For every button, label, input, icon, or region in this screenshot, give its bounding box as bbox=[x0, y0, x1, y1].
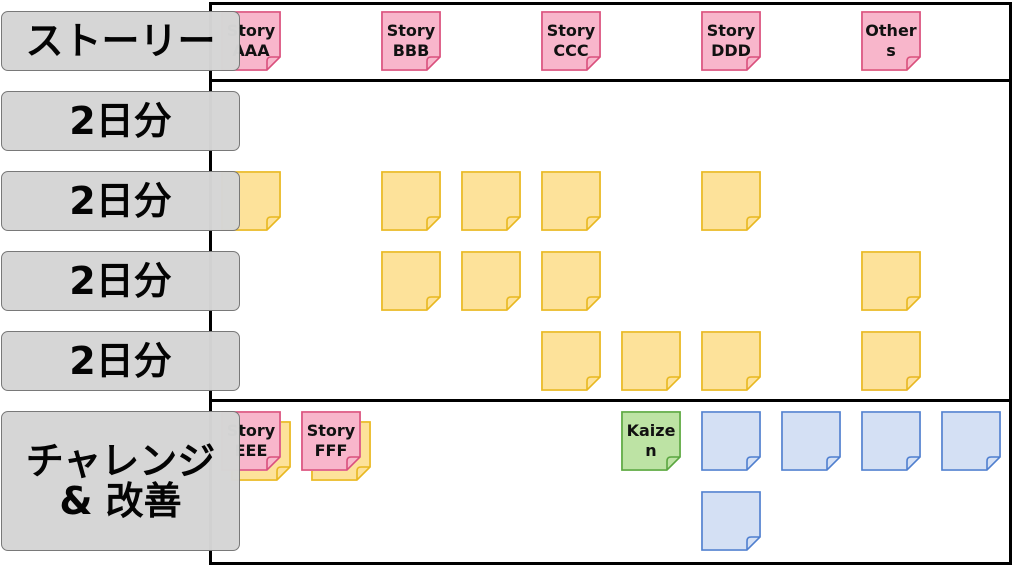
note-outline bbox=[381, 171, 441, 231]
row-label-challenge-line1: チャレンジ bbox=[25, 439, 216, 483]
row-label-day-3-text: 2日分 bbox=[69, 259, 172, 303]
task-note[interactable] bbox=[541, 171, 601, 231]
note-outline bbox=[461, 251, 521, 311]
row-label-day-2: 2日分 bbox=[1, 171, 240, 231]
note-outline bbox=[541, 171, 601, 231]
story-note-others-label: Others bbox=[865, 21, 917, 60]
task-note[interactable] bbox=[381, 251, 441, 311]
note-outline bbox=[461, 171, 521, 231]
note-outline bbox=[861, 331, 921, 391]
note-outline bbox=[781, 411, 841, 471]
note-outline bbox=[701, 411, 761, 471]
note-outline bbox=[701, 491, 761, 551]
row-label-day-2-text: 2日分 bbox=[69, 179, 172, 223]
note-outline bbox=[861, 411, 921, 471]
task-note[interactable] bbox=[621, 331, 681, 391]
row-label-day-3: 2日分 bbox=[1, 251, 240, 311]
row-label-day-1-text: 2日分 bbox=[69, 99, 172, 143]
task-note[interactable] bbox=[701, 331, 761, 391]
row-label-day-1: 2日分 bbox=[1, 91, 240, 151]
kaizen-note-label: Kaizen bbox=[626, 421, 676, 460]
note-outline bbox=[541, 331, 601, 391]
story-note-bbb-label: Story BBB bbox=[386, 21, 436, 60]
row-label-day-4: 2日分 bbox=[1, 331, 240, 391]
story-note-ddd-label: Story DDD bbox=[706, 21, 756, 60]
row-label-day-4-text: 2日分 bbox=[69, 339, 172, 383]
row-label-challenge: チャレンジ & 改善 bbox=[1, 411, 240, 551]
story-note-bbb[interactable]: Story BBB bbox=[381, 11, 441, 71]
improvement-note[interactable] bbox=[701, 411, 761, 471]
row-label-challenge-line2: & 改善 bbox=[59, 479, 182, 523]
row-label-story: ストーリー bbox=[1, 11, 240, 71]
challenge-row-divider bbox=[209, 399, 1012, 402]
task-note[interactable] bbox=[861, 331, 921, 391]
kaizen-note[interactable]: Kaizen bbox=[621, 411, 681, 471]
improvement-note[interactable] bbox=[701, 491, 761, 551]
note-outline bbox=[541, 251, 601, 311]
note-outline bbox=[621, 331, 681, 391]
task-note[interactable] bbox=[861, 251, 921, 311]
note-outline bbox=[701, 331, 761, 391]
task-note[interactable] bbox=[541, 251, 601, 311]
note-outline bbox=[941, 411, 1001, 471]
task-note[interactable] bbox=[461, 251, 521, 311]
task-note[interactable] bbox=[461, 171, 521, 231]
improvement-note[interactable] bbox=[941, 411, 1001, 471]
story-note-fff[interactable]: Story FFF bbox=[301, 411, 361, 471]
note-outline bbox=[861, 251, 921, 311]
row-label-story-text: ストーリー bbox=[25, 19, 216, 63]
story-note-others[interactable]: Others bbox=[861, 11, 921, 71]
story-row-divider bbox=[209, 79, 1012, 82]
story-note-ddd[interactable]: Story DDD bbox=[701, 11, 761, 71]
task-note[interactable] bbox=[541, 331, 601, 391]
task-note[interactable] bbox=[381, 171, 441, 231]
story-note-ccc-label: Story CCC bbox=[546, 21, 596, 60]
task-note[interactable] bbox=[701, 171, 761, 231]
improvement-note[interactable] bbox=[861, 411, 921, 471]
note-outline bbox=[701, 171, 761, 231]
story-note-ccc[interactable]: Story CCC bbox=[541, 11, 601, 71]
note-outline bbox=[381, 251, 441, 311]
improvement-note[interactable] bbox=[781, 411, 841, 471]
story-note-fff-label: Story FFF bbox=[306, 421, 356, 460]
